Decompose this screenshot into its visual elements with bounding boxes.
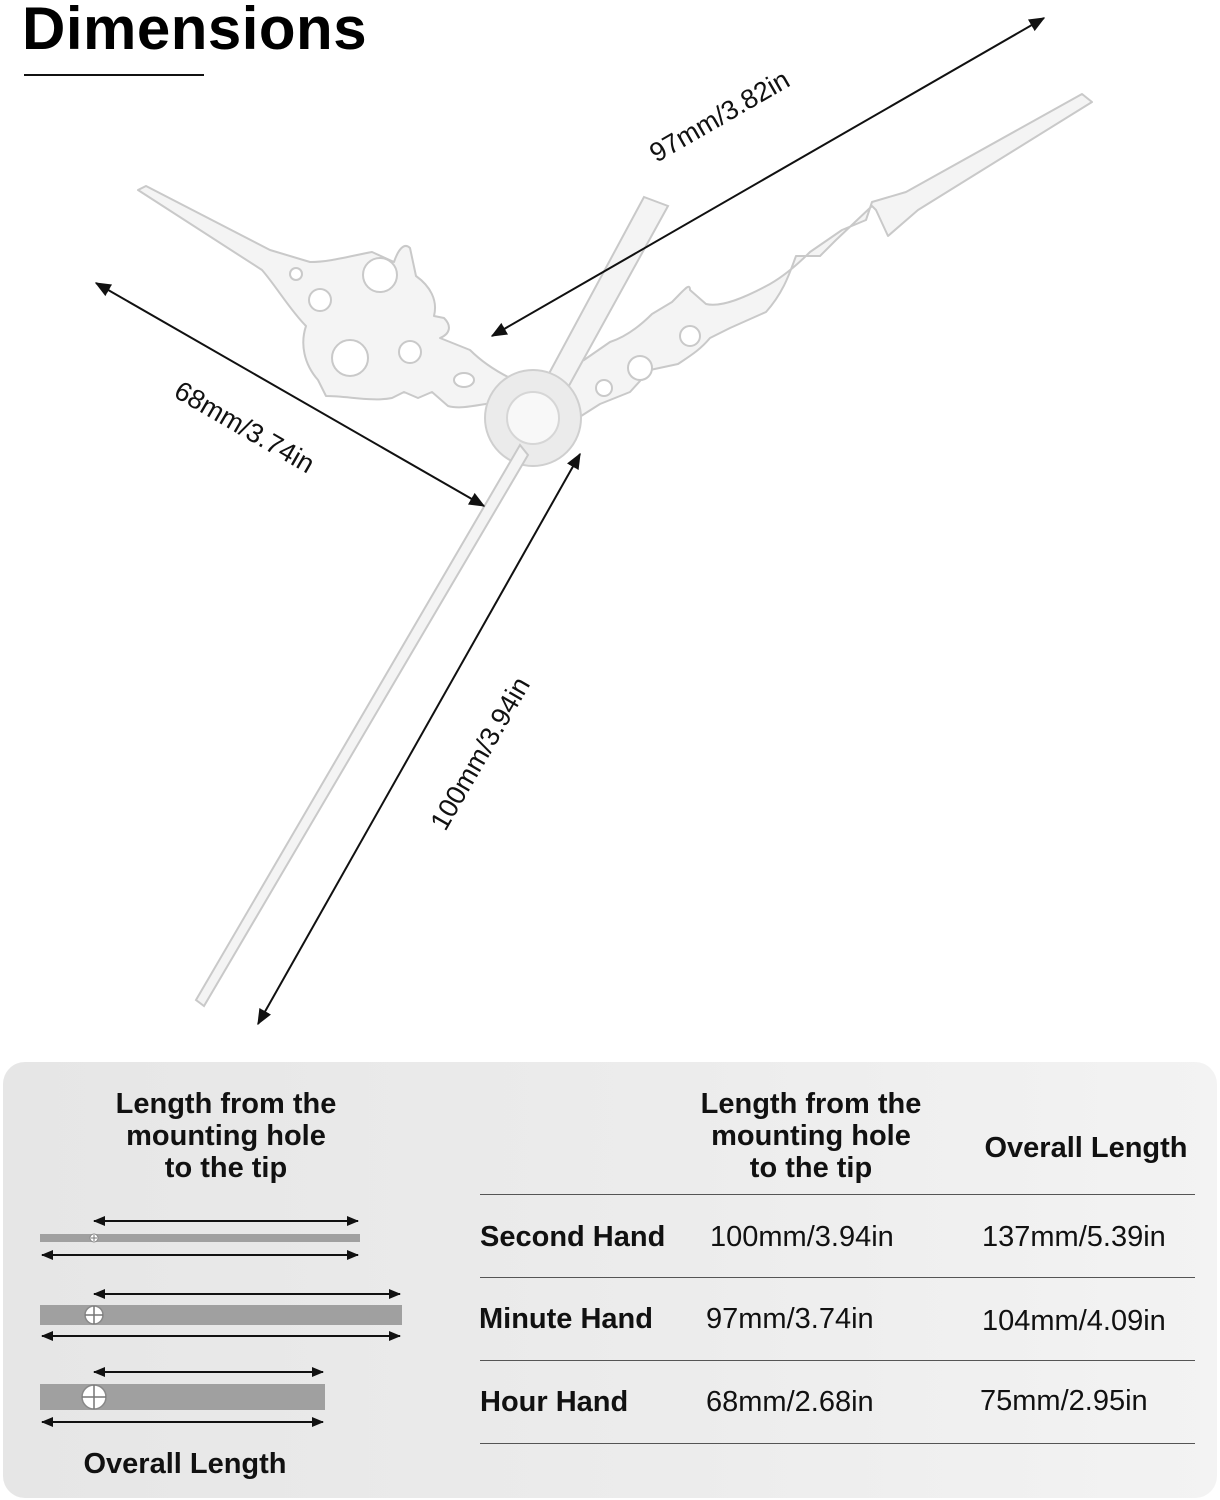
- row-name: Hour Hand: [480, 1386, 629, 1418]
- header-length-from-hole: Length from the mounting hole to the tip: [700, 1088, 922, 1184]
- legend-minute-hand: [40, 1289, 402, 1341]
- row-length: 68mm/2.68in: [706, 1386, 874, 1418]
- table-divider: [480, 1277, 1195, 1278]
- hour-dimension-label: 68mm/3.74in: [169, 375, 319, 479]
- legend-second-hand: [40, 1216, 360, 1260]
- center-hub: [484, 369, 582, 467]
- second-dimension-label: 100mm/3.94in: [424, 672, 536, 835]
- legend-hour-hand: [40, 1367, 325, 1427]
- row-length: 100mm/3.94in: [710, 1221, 894, 1253]
- header-overall-length: Overall Length: [984, 1132, 1188, 1164]
- row-overall: 104mm/4.09in: [982, 1305, 1166, 1337]
- table-divider: [480, 1443, 1195, 1444]
- minute-dimension-arrow: [490, 17, 1046, 337]
- row-overall: 137mm/5.39in: [982, 1221, 1166, 1253]
- hour-hand: [137, 185, 511, 409]
- row-name: Minute Hand: [479, 1303, 653, 1335]
- second-dimension-arrow: [257, 452, 581, 1026]
- row-overall: 75mm/2.95in: [980, 1385, 1148, 1417]
- legend-top-label: Length from the mounting hole to the tip: [115, 1088, 337, 1184]
- minute-dimension-label: 97mm/3.82in: [644, 64, 794, 168]
- title-underline: [24, 74, 204, 76]
- legend-bottom-label: Overall Length: [83, 1448, 287, 1480]
- row-name: Second Hand: [480, 1221, 666, 1253]
- page-title: Dimensions: [22, 0, 368, 62]
- table-divider: [480, 1194, 1195, 1195]
- row-length: 97mm/3.74in: [706, 1303, 874, 1335]
- legend-diagram: [40, 1216, 402, 1427]
- table-divider: [480, 1360, 1195, 1361]
- clock-hands-diagram: 97mm/3.82in 68mm/3.74in 100mm/3.94in: [94, 17, 1093, 1026]
